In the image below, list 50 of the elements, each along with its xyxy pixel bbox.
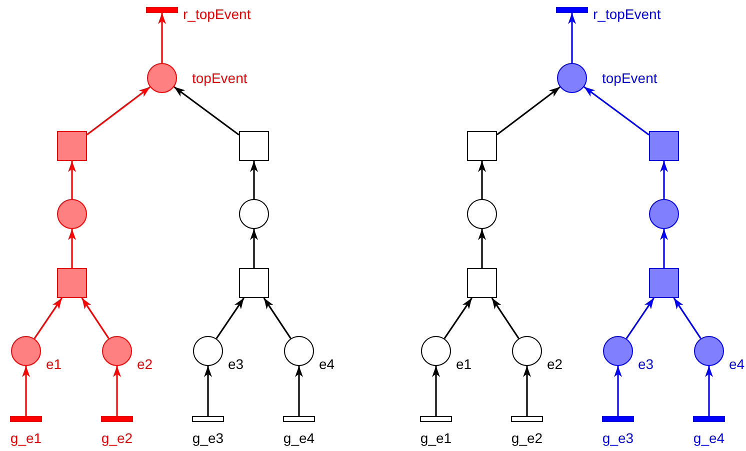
arrow (250, 229, 258, 268)
node-label: e3 (228, 356, 244, 372)
node-label: g_e4 (283, 430, 315, 446)
node-label: e2 (547, 356, 563, 372)
node-label: e1 (46, 356, 62, 372)
node-label: e4 (319, 356, 335, 372)
arrow (250, 161, 258, 199)
node-label: g_e1 (10, 430, 42, 446)
arrow (496, 86, 561, 136)
arrow (22, 366, 30, 416)
arrow (444, 298, 473, 340)
arrow (295, 366, 303, 416)
arrow (263, 298, 292, 339)
node-label: r_topEvent (593, 6, 661, 22)
arrow (216, 298, 245, 340)
arrow (523, 366, 531, 416)
arrow (34, 298, 63, 340)
node-label: g_e2 (101, 430, 133, 446)
node-label: e1 (456, 356, 472, 372)
arrow (660, 161, 668, 199)
arrow (81, 298, 110, 339)
arrow (614, 366, 622, 416)
node-label: e3 (638, 356, 654, 372)
arrow (68, 161, 76, 199)
node-label: g_e3 (602, 430, 634, 446)
arrow (113, 366, 121, 416)
node-label: e2 (137, 356, 153, 372)
node-label: g_e3 (192, 430, 224, 446)
arrow (491, 298, 520, 339)
node-label: r_topEvent (183, 6, 251, 22)
node-label: g_e4 (693, 430, 725, 446)
arrow (158, 13, 166, 63)
arrow (673, 298, 702, 339)
node-label: topEvent (602, 70, 658, 86)
node-label: g_e2 (511, 430, 543, 446)
arrow (86, 86, 151, 136)
arrow (478, 229, 486, 268)
arrow (705, 366, 713, 416)
node-label: g_e1 (420, 430, 452, 446)
arrow (660, 229, 668, 268)
arrow (584, 86, 650, 136)
arrow (174, 86, 240, 136)
arrow (568, 13, 576, 63)
node-label: topEvent (192, 70, 248, 86)
arrow (204, 366, 212, 416)
arrow (68, 229, 76, 268)
arrow (478, 161, 486, 199)
arrow (432, 366, 440, 416)
node-label: e4 (729, 356, 745, 372)
arrow (626, 298, 655, 340)
